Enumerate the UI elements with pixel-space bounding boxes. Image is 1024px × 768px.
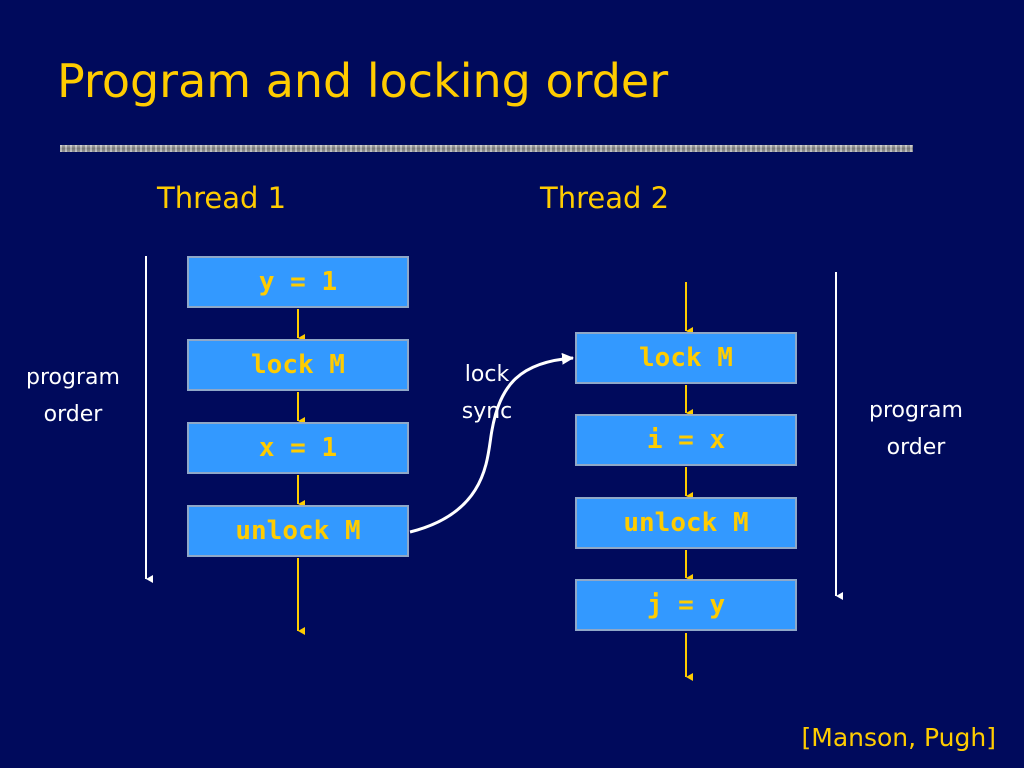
statement-text: unlock M — [235, 516, 361, 546]
program-order-label-left: program order — [3, 359, 143, 433]
thread-2-stmt-lock: lock M — [575, 332, 797, 384]
thread-1-stmt-lock: lock M — [187, 339, 409, 391]
thread-1-stmt-y-assign: y = 1 — [187, 256, 409, 308]
thread-2-stmt-unlock: unlock M — [575, 497, 797, 549]
program-order-right-line-2: order — [886, 435, 946, 460]
statement-text: unlock M — [623, 508, 749, 538]
title-rule — [60, 145, 913, 152]
statement-text: j = y — [646, 590, 726, 620]
thread-2-stmt-j-assign: j = y — [575, 579, 797, 631]
lock-sync-line-2: sync — [461, 399, 513, 424]
thread-2-label: Thread 2 — [540, 181, 670, 215]
thread-1-stmt-x-assign: x = 1 — [187, 422, 409, 474]
program-order-right-line-1: program — [869, 398, 963, 423]
program-order-left-line-1: program — [26, 365, 120, 390]
thread-1-stmt-unlock: unlock M — [187, 505, 409, 557]
lock-sync-line-1: lock — [464, 362, 510, 387]
program-order-label-right: program order — [846, 392, 986, 466]
lock-sync-arrow — [409, 352, 574, 534]
program-order-left-line-2: order — [43, 402, 103, 427]
statement-text: lock M — [251, 350, 345, 380]
thread-2-stmt-i-assign: i = x — [575, 414, 797, 466]
citation: [Manson, Pugh] — [801, 723, 997, 752]
statement-text: i = x — [646, 425, 726, 455]
lock-sync-label: lock sync — [417, 356, 557, 430]
statement-text: lock M — [639, 343, 733, 373]
thread-1-label: Thread 1 — [157, 181, 287, 215]
statement-text: x = 1 — [258, 433, 338, 463]
statement-text: y = 1 — [258, 267, 338, 297]
slide-title: Program and locking order — [57, 54, 669, 108]
